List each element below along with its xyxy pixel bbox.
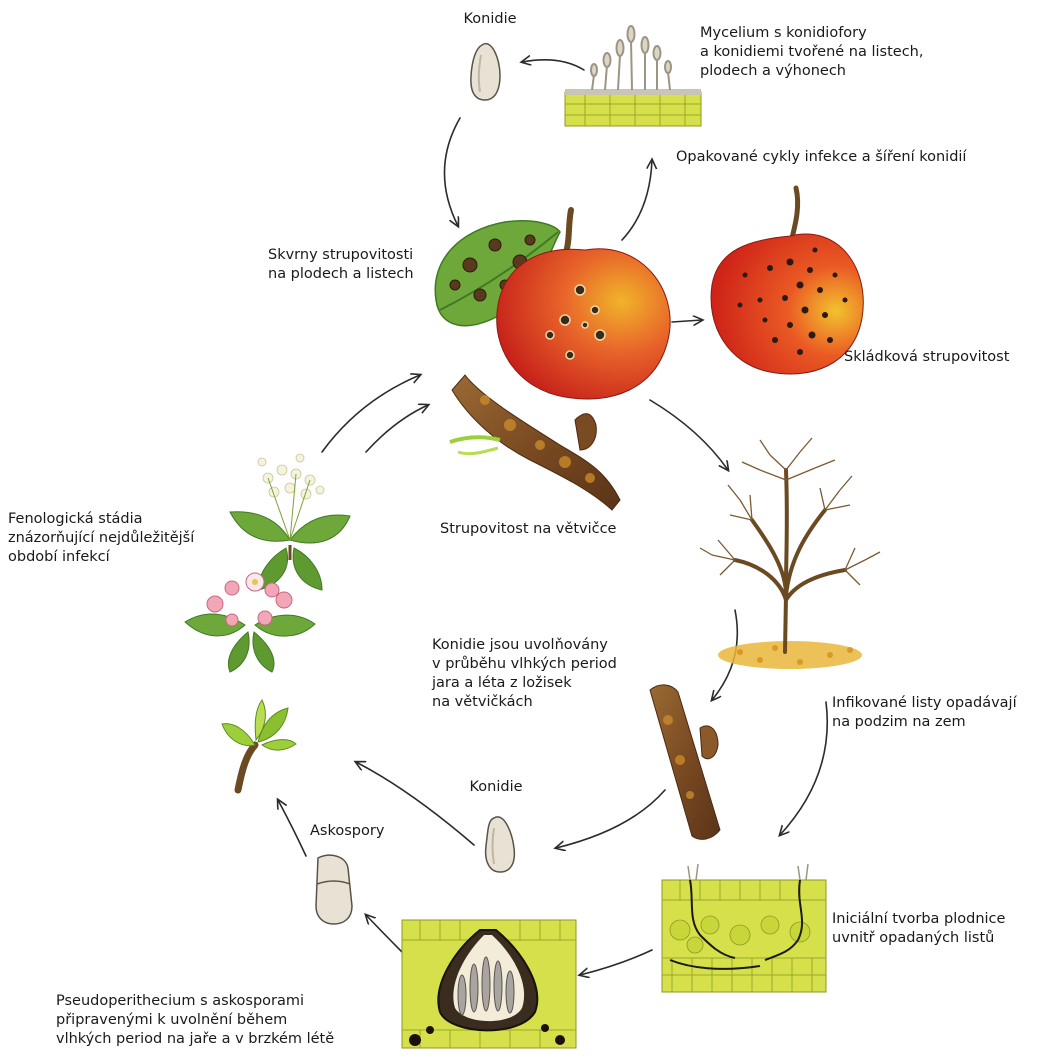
label-spots: Skvrny strupovitosti na plodech a listec… [268,246,414,284]
conidium-bottom-illustration [486,817,515,872]
storage-scab-apple-illustration [711,188,863,374]
arrow-phenology-to-apple-2 [366,405,428,452]
arrow-pseudo-to-ascospores [366,915,405,955]
label-storage-scab: Skládková strupovitost [844,348,1009,367]
phenology-green-tip-illustration [222,700,296,790]
initial-formation-illustration [662,864,826,992]
pseudoperithecium-illustration [402,920,576,1048]
bare-tree-illustration [700,438,880,669]
label-conidia-release: Konidie jsou uvolňovány v průběhu vlhkýc… [432,636,617,712]
label-ascospores: Askospory [310,822,384,841]
conidium-top-illustration [471,44,500,100]
phenology-flower-cluster-illustration [230,454,350,590]
arrow-phenology-to-apple-1 [322,375,420,452]
arrow-twig-to-conidia [556,790,665,848]
arrow-leaves-to-formation [780,702,827,835]
label-twig-scab: Strupovitost na větvičce [440,520,616,539]
label-pseudoperithecium: Pseudoperithecium s askosporami připrave… [56,992,334,1049]
arrow-apple-to-tree [650,400,728,470]
arrow-apple-to-storage [672,320,702,322]
label-phenology: Fenologická stádia znázorňující nejdůlež… [8,510,194,567]
label-conidia-bottom: Konidie [456,778,536,797]
twig-lesion-illustration [650,685,720,839]
arrow-ascospores-to-bud [278,800,306,856]
label-initial-formation: Iniciální tvorba plodnice uvnitř opadaný… [832,910,1005,948]
arrow-mycelium-to-conidia [522,60,584,70]
mycelium-illustration [565,26,701,126]
label-repeated-cycles: Opakované cykly infekce a šíření konidií [676,148,966,167]
label-mycelium: Mycelium s konidiofory a konidiemi tvoře… [700,24,923,81]
label-conidia-top: Konidie [450,10,530,29]
arrow-repeated-cycles [622,160,652,240]
arrow-formation-to-pseudo [580,950,652,975]
ascospore-illustration [316,855,352,924]
label-infected-leaves: Infikované listy opadávají na podzim na … [832,694,1017,732]
arrow-conidia-to-leaf [444,118,460,226]
phenology-pink-bud-illustration [185,573,315,672]
